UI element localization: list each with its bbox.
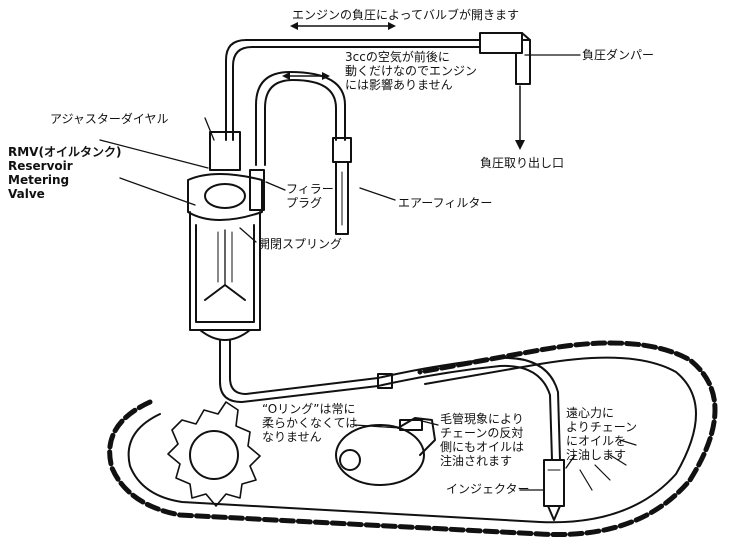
oil-feed-line — [219, 339, 553, 461]
capillary-note: 毛管現象により チェーンの反対 側にもオイルは 注油されます — [440, 412, 525, 468]
front-sprocket — [167, 401, 261, 507]
injector — [543, 459, 565, 521]
air-note: 3ccの空気が前後に 動くだけなのでエンジン には影響ありません — [345, 50, 478, 92]
vacuum-tube — [225, 39, 481, 141]
spring-label: 開閉スプリング — [258, 237, 343, 251]
drive-chain — [107, 340, 718, 538]
filler-plug-label: フィラー プラグ — [286, 182, 334, 210]
vacuum-damper — [479, 32, 531, 85]
vacuum-outlet-label: 負圧取り出し口 — [480, 156, 565, 170]
rmv-label: RMV(オイルタンク) Reservoir Metering Valve — [8, 145, 122, 201]
rmv-reservoir — [187, 131, 265, 341]
damper-label: 負圧ダンパー — [582, 48, 655, 62]
title-vacuum-opens-valve: エンジンの負圧によってバルブが開きます — [292, 8, 520, 22]
centrifugal-note: 遠心力に よりチェーン にオイルを 注油します — [566, 406, 638, 462]
adjuster-dial-label: アジャスターダイヤル — [50, 112, 169, 126]
air-filter — [332, 137, 352, 235]
injector-label: インジェクター — [446, 482, 530, 496]
oil-spray — [579, 439, 637, 491]
air-filter-arrow — [359, 187, 396, 201]
air-filter-label: エアーフィルター — [398, 196, 493, 210]
rear-sprocket-hub — [335, 417, 436, 486]
oring-note: “Oリング”は常に 柔らかくなくては なりません — [262, 402, 358, 444]
air-loop-tube — [255, 71, 346, 166]
